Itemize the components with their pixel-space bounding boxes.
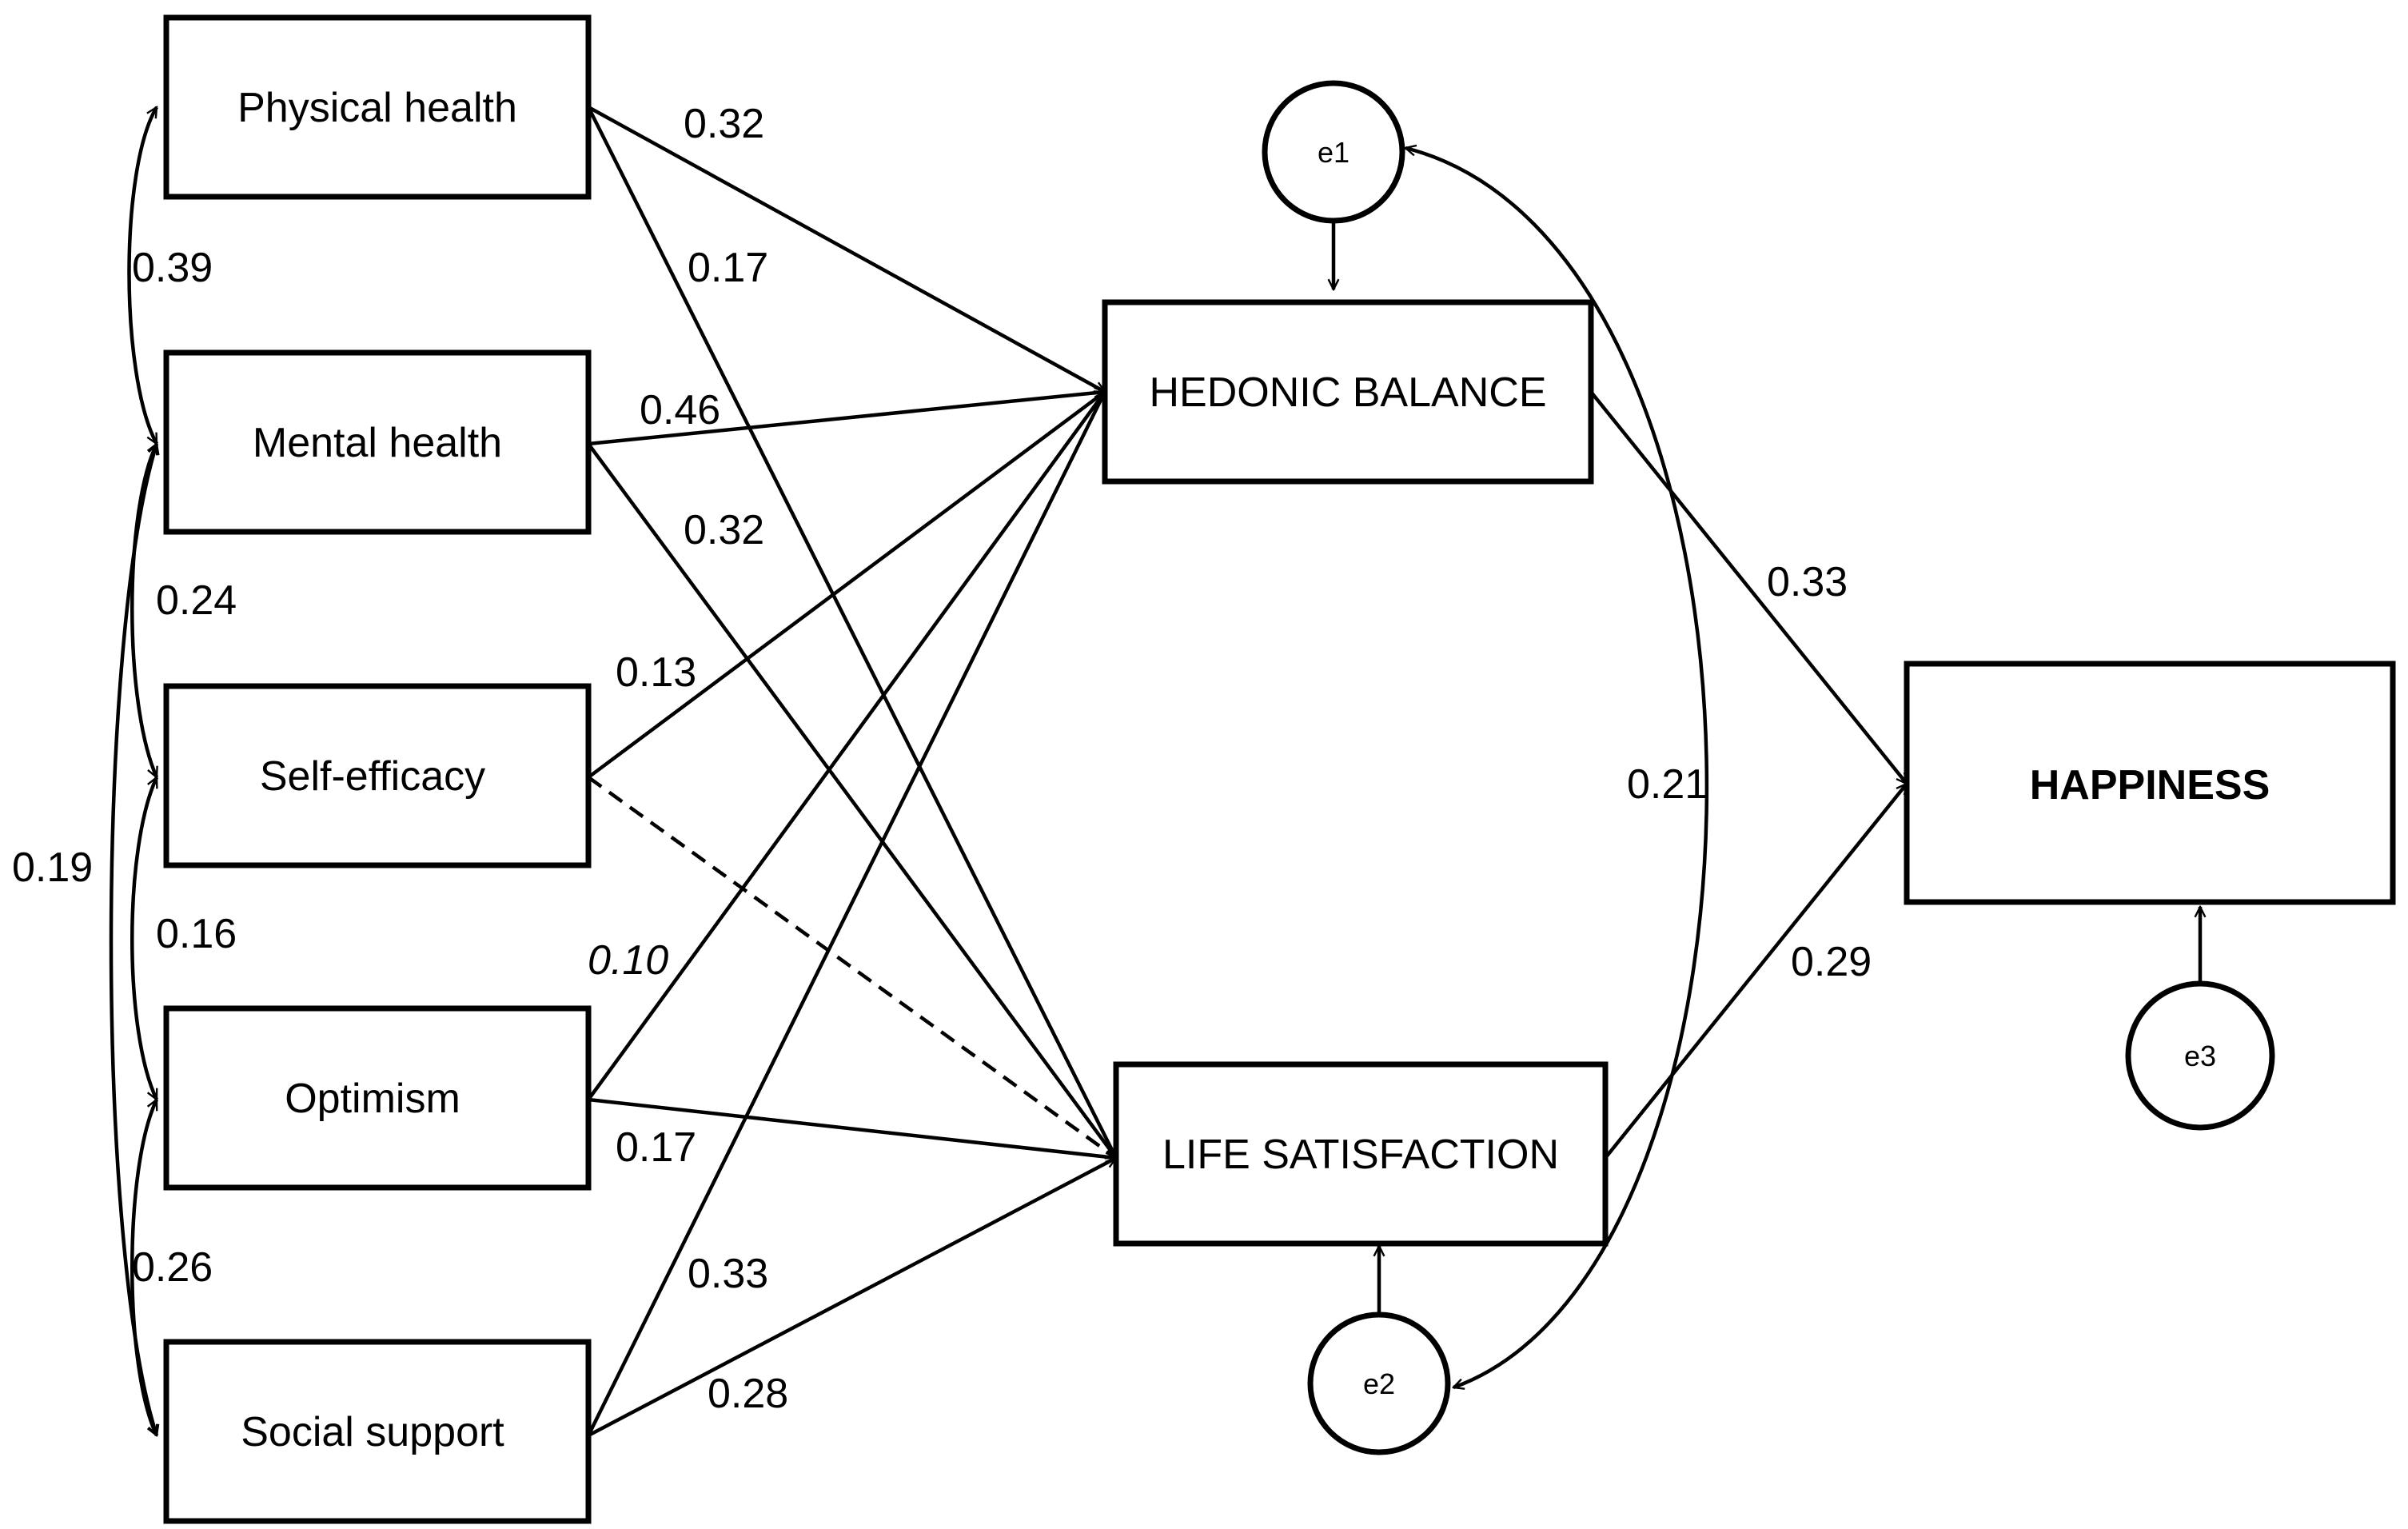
path-social-to-hedonic <box>586 392 1107 1436</box>
error-e2-circle <box>1307 1311 1451 1455</box>
coef-corr-mental-selfefficacy: 0.24 <box>156 577 237 624</box>
coef-optimism-lifesat: 0.17 <box>616 1124 696 1171</box>
path-physical-to-lifesat <box>586 106 1118 1158</box>
path-optimism-to-hedonic <box>587 392 1106 1101</box>
box-mental-health <box>163 349 592 535</box>
coef-social-hedonic: 0.33 <box>688 1251 768 1297</box>
coef-e1-e2-correlation: 0.21 <box>1627 761 1708 808</box>
coef-social-lifesat: 0.28 <box>708 1371 788 1417</box>
path-selfefficacy-to-lifesat-dashed <box>587 776 1116 1160</box>
label-self-efficacy: Self-efficacy <box>260 753 485 800</box>
box-physical-health <box>163 14 592 200</box>
error-e1-circle <box>1262 80 1405 224</box>
coef-corr-optimism-social: 0.26 <box>132 1244 213 1291</box>
box-optimism <box>163 1005 592 1191</box>
label-life-satisfaction: LIFE SATISFACTION <box>1162 1132 1559 1178</box>
corr-arc-mental-social <box>109 444 157 1435</box>
error-e2-label: e2 <box>1363 1367 1395 1400</box>
coef-corr-physical-mental: 0.39 <box>132 245 213 291</box>
coef-lifesat-happiness: 0.29 <box>1791 939 1872 985</box>
coef-hedonic-happiness: 0.33 <box>1767 559 1848 605</box>
coef-mental-hedonic: 0.46 <box>640 387 720 433</box>
coef-mental-lifesat: 0.32 <box>684 507 764 553</box>
error-e3-label: e3 <box>2184 1040 2216 1072</box>
coef-physical-lifesat: 0.17 <box>688 245 768 291</box>
coef-corr-mental-social: 0.19 <box>12 844 93 891</box>
box-social-support <box>163 1339 592 1524</box>
regression-paths <box>586 106 1908 1437</box>
coef-selfefficacy-hedonic: 0.13 <box>616 649 696 696</box>
path-hedonic-to-happiness <box>1589 390 1908 784</box>
label-hedonic-balance: HEDONIC BALANCE <box>1150 369 1547 416</box>
path-lifesat-to-happiness <box>1604 784 1908 1160</box>
path-physical-to-hedonic <box>587 106 1105 393</box>
path-social-to-lifesat <box>587 1156 1116 1437</box>
label-mental-health: Mental health <box>253 420 502 466</box>
error-e1-label: e1 <box>1318 136 1350 169</box>
box-self-efficacy <box>163 683 592 868</box>
coef-corr-selfefficacy-optimism: 0.16 <box>156 911 237 957</box>
label-happiness: HAPPINESS <box>2030 762 2270 808</box>
coef-physical-hedonic: 0.32 <box>684 101 764 147</box>
error-terms: e1 e2 e3 <box>1262 80 2275 1455</box>
box-happiness <box>1904 661 2396 905</box>
path-mental-to-hedonic <box>588 392 1105 446</box>
path-optimism-to-lifesat <box>588 1097 1116 1158</box>
error-e3-circle <box>2125 980 2275 1131</box>
path-mental-to-lifesat <box>587 442 1118 1158</box>
box-hedonic-balance <box>1102 299 1594 485</box>
label-social-support: Social support <box>241 1409 504 1455</box>
predictor-boxes: Physical health Mental health Self-effic… <box>163 14 592 1524</box>
corr-arc-physical-mental <box>127 107 158 444</box>
coefficient-labels: 0.32 0.17 0.46 0.32 0.13 0.10 0.17 0.33 … <box>12 101 1872 1417</box>
predictor-correlations <box>109 107 159 1435</box>
corr-arc-e1-e2 <box>1405 148 1709 1387</box>
label-optimism: Optimism <box>285 1076 460 1122</box>
coef-optimism-hedonic: 0.10 <box>588 937 668 984</box>
label-physical-health: Physical health <box>237 85 517 131</box>
mediator-outcome-boxes: HEDONIC BALANCE LIFE SATISFACTION HAPPIN… <box>1102 299 2396 1247</box>
corr-arc-selfefficacy-optimism <box>130 777 159 1100</box>
box-life-satisfaction <box>1113 1061 1609 1247</box>
corr-arc-mental-selfefficacy <box>130 444 159 777</box>
corr-arc-optimism-social <box>130 1100 159 1435</box>
path-selfefficacy-to-hedonic <box>587 390 1105 779</box>
